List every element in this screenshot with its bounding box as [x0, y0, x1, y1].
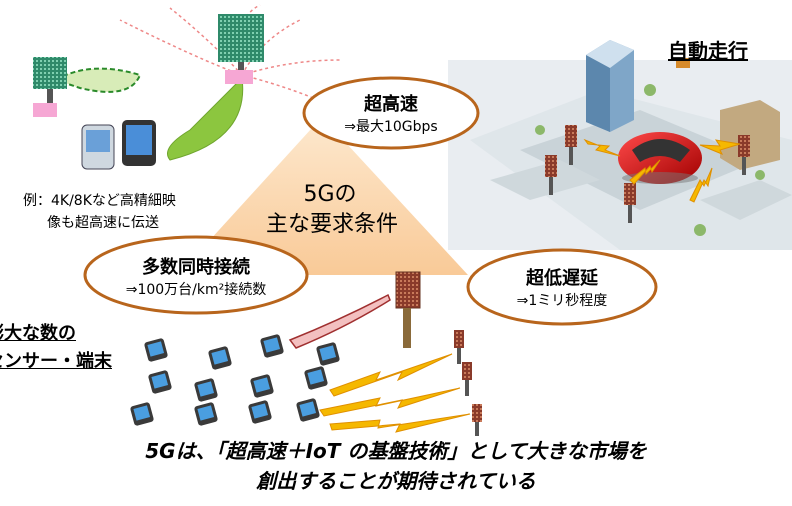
- sensor-zigzags: [319, 353, 471, 433]
- sensor-base-station: [288, 271, 421, 349]
- beam-lobes: [53, 4, 341, 161]
- sensor-device: [144, 338, 168, 362]
- handset-devices: [81, 120, 156, 170]
- sensors-line2: センサー・端末: [0, 351, 112, 372]
- city-base-stations: [545, 125, 750, 223]
- node-latency-title: 超低遅延: [526, 268, 598, 289]
- example-line1: 例：4K/8Kなど高精細映: [23, 193, 176, 209]
- autonomous-car: [618, 132, 702, 184]
- sensor-device: [194, 402, 218, 426]
- footer-caption: 5Gは、「超高速＋IoT の基盤技術」として大きな市場を 創出することが期待され…: [0, 436, 792, 496]
- footer-line1: 5Gは、「超高速＋IoT の基盤技術」として大きな市場を: [145, 439, 647, 463]
- sensor-device: [130, 402, 154, 426]
- sensor-device: [260, 334, 284, 358]
- speed-oval: [302, 76, 480, 150]
- city-signal-zigzags: [583, 138, 741, 203]
- left-antennas: [33, 14, 264, 117]
- sensor-devices: [130, 334, 340, 426]
- sensors-label: 膨大な数の センサー・端末: [0, 320, 112, 376]
- node-connect: 多数同時接続 ⇒100万台/km²接続数: [85, 240, 307, 312]
- center-line1: 5Gの: [303, 182, 357, 207]
- sensor-device: [208, 346, 232, 370]
- sensors-line1: 膨大な数の: [0, 323, 76, 344]
- autonomous-label: 自動走行: [668, 39, 748, 63]
- example-caption: 例：4K/8Kなど高精細映 像も超高速に伝送: [23, 190, 176, 234]
- footer-line2: 創出することが期待されている: [256, 469, 536, 493]
- sensor-device: [250, 374, 274, 398]
- center-label: 5Gの 主な要求条件: [266, 180, 399, 240]
- sensor-device: [248, 400, 272, 424]
- sensor-device: [194, 378, 218, 402]
- connect-oval: [83, 235, 309, 315]
- node-speed-sub: ⇒最大10Gbps: [344, 119, 438, 135]
- latency-oval: [466, 248, 658, 326]
- center-triangle: [178, 117, 468, 275]
- sensor-poles: [454, 330, 482, 436]
- example-line2: 像も超高速に伝送: [47, 215, 159, 231]
- node-connect-title: 多数同時接続: [142, 257, 250, 278]
- tower-building: [586, 40, 634, 132]
- node-latency-sub: ⇒1ミリ秒程度: [516, 293, 608, 309]
- node-speed: 超高速 ⇒最大10Gbps: [304, 80, 478, 146]
- center-line2: 主な要求条件: [266, 212, 399, 237]
- sensor-device: [304, 366, 328, 390]
- sensor-device: [316, 342, 340, 366]
- node-connect-sub: ⇒100万台/km²接続数: [125, 282, 267, 298]
- node-latency: 超低遅延 ⇒1ミリ秒程度: [468, 252, 656, 322]
- node-speed-title: 超高速: [364, 94, 418, 115]
- sensor-device: [148, 370, 172, 394]
- sensor-device: [296, 398, 320, 422]
